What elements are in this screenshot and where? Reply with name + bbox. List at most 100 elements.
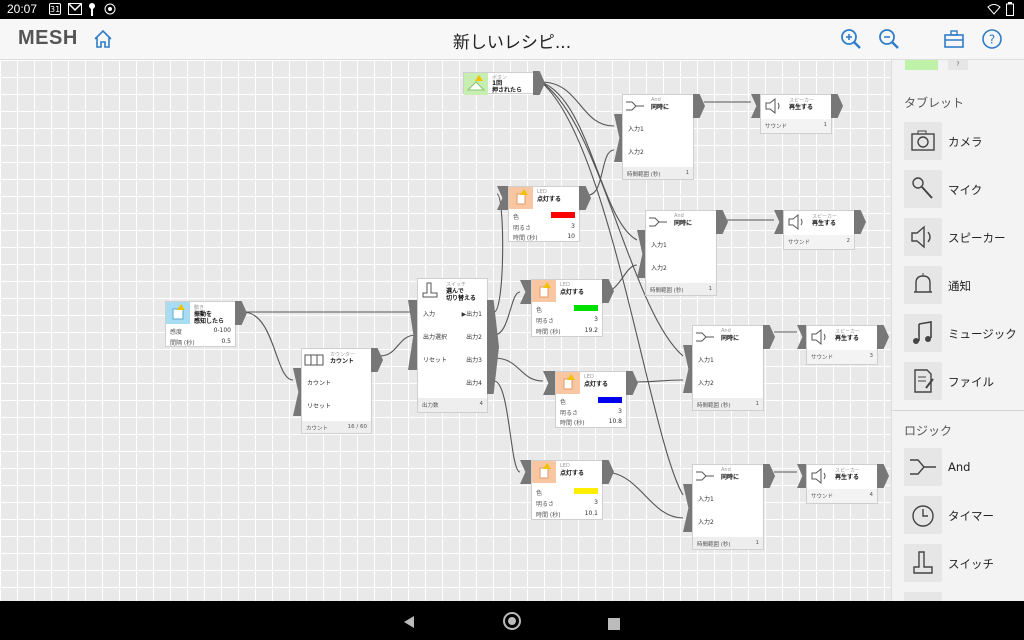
wifi-icon xyxy=(987,3,1001,18)
timer-icon xyxy=(904,496,942,534)
status-time: 20:07 xyxy=(7,2,38,16)
block-palette[interactable]: ? タブレット カメラ マイク スピーカー 通知 ミュージック ファイル ロジッ… xyxy=(891,60,1024,601)
switch-icon xyxy=(904,544,942,582)
palette-item-file[interactable]: ファイル xyxy=(904,362,1024,400)
music-note-icon xyxy=(904,314,942,352)
button-block-icon xyxy=(464,73,488,95)
camera-icon xyxy=(904,122,942,160)
and-node-3[interactable]: And 同時に 入力1 入力2 時間範囲 (秒)1 xyxy=(692,325,764,411)
speaker-icon xyxy=(807,326,831,348)
led-block-icon xyxy=(532,280,556,302)
speaker-icon xyxy=(784,211,808,233)
led-block-icon xyxy=(532,461,556,483)
palette-item-partial[interactable] xyxy=(904,592,1024,601)
output-connector[interactable] xyxy=(626,371,638,395)
output-connector[interactable] xyxy=(579,186,591,210)
recents-icon[interactable] xyxy=(608,615,620,634)
output-connector[interactable] xyxy=(877,325,889,349)
output-connector[interactable] xyxy=(371,348,383,372)
palette-item-timer[interactable]: タイマー xyxy=(904,496,1024,534)
palette-item-microphone[interactable]: マイク xyxy=(904,170,1024,208)
output-connector[interactable] xyxy=(693,94,705,118)
microphone-icon xyxy=(904,170,942,208)
output-connector[interactable] xyxy=(877,464,889,488)
output-connector[interactable] xyxy=(602,460,614,484)
palette-item-and[interactable]: And xyxy=(904,448,1024,486)
palette-top-item[interactable] xyxy=(905,60,938,70)
output-connector[interactable] xyxy=(716,210,728,234)
back-icon[interactable] xyxy=(402,614,416,633)
output-connector[interactable] xyxy=(533,71,545,95)
and-node-1[interactable]: And 同時に 入力1 入力2 時間範囲 (秒)1 xyxy=(622,94,694,180)
and-node-4[interactable]: And 同時に 入力1 入力2 時間範囲 (秒)1 xyxy=(692,464,764,550)
section-title-logic: ロジック xyxy=(904,424,953,438)
and-gate-icon xyxy=(904,448,942,486)
circle-badge-icon xyxy=(104,3,116,18)
color-swatch-blue xyxy=(598,397,622,403)
switch-node[interactable]: スイッチ 選んで 切り替える 入力 出力選択 リセット ▶出力1 出力2 出力3… xyxy=(417,278,488,413)
navigation-bar xyxy=(0,601,1024,640)
output-connector[interactable] xyxy=(763,464,775,488)
output-connector[interactable] xyxy=(831,94,843,118)
palette-item-camera[interactable]: カメラ xyxy=(904,122,1024,160)
and-gate-icon xyxy=(646,211,670,233)
color-swatch-yellow xyxy=(574,488,598,494)
zoom-in-icon[interactable] xyxy=(838,26,864,52)
status-bar: 20:07 31 xyxy=(0,0,1024,19)
palette-top-badge: ? xyxy=(948,60,968,70)
gmail-icon xyxy=(68,3,82,18)
motion-block-icon xyxy=(166,302,190,324)
bell-icon xyxy=(904,266,942,304)
led-block-icon xyxy=(509,187,533,209)
and-node-2[interactable]: And 同時に 入力1 入力2 時間範囲 (秒)1 xyxy=(645,210,717,296)
section-title-tablet: タブレット xyxy=(904,96,965,110)
palette-item-music[interactable]: ミュージック xyxy=(904,314,1024,352)
app-bar: MESH 新しいレシピ... ? xyxy=(0,19,1024,60)
counter-icon xyxy=(302,349,326,371)
and-gate-icon xyxy=(693,326,717,348)
recipe-canvas[interactable]: ボタン 1回 押されたら And 同時に 入力1 入力2 時間範囲 (秒)1 ス… xyxy=(0,60,891,601)
switch-icon xyxy=(418,279,442,301)
speaker-icon xyxy=(904,218,942,256)
palette-item-speaker[interactable]: スピーカー xyxy=(904,218,1024,256)
palette-item-switch[interactable]: スイッチ xyxy=(904,544,1024,582)
and-gate-icon xyxy=(693,465,717,487)
help-icon[interactable]: ? xyxy=(979,26,1005,52)
palette-item-notification[interactable]: 通知 xyxy=(904,266,1024,304)
input-connector[interactable] xyxy=(497,186,509,210)
home-icon[interactable] xyxy=(90,26,116,52)
input-connector[interactable] xyxy=(520,460,532,484)
color-swatch-green xyxy=(574,305,598,311)
recipe-title: 新しいレシピ... xyxy=(452,33,572,53)
output-connector[interactable] xyxy=(763,325,775,349)
connection-wires xyxy=(242,81,797,519)
file-edit-icon xyxy=(904,362,942,400)
speaker-icon xyxy=(761,95,785,117)
output-connector[interactable] xyxy=(487,300,499,394)
toolbox-icon[interactable] xyxy=(941,26,967,52)
button-node[interactable]: ボタン 1回 押されたら xyxy=(463,72,534,95)
svg-text:?: ? xyxy=(989,33,995,47)
input-connector[interactable] xyxy=(520,280,532,304)
output-connector[interactable] xyxy=(854,210,866,234)
home-circle-icon[interactable] xyxy=(502,611,522,635)
calendar-icon: 31 xyxy=(49,3,61,15)
output-connector[interactable] xyxy=(602,279,614,303)
input-connector[interactable] xyxy=(543,371,555,395)
mesh-logo: MESH xyxy=(18,27,78,49)
key-icon xyxy=(88,2,96,19)
led-block-icon xyxy=(556,372,580,394)
zoom-out-icon[interactable] xyxy=(876,26,902,52)
output-connector[interactable] xyxy=(235,301,247,325)
color-swatch-red xyxy=(551,212,575,218)
